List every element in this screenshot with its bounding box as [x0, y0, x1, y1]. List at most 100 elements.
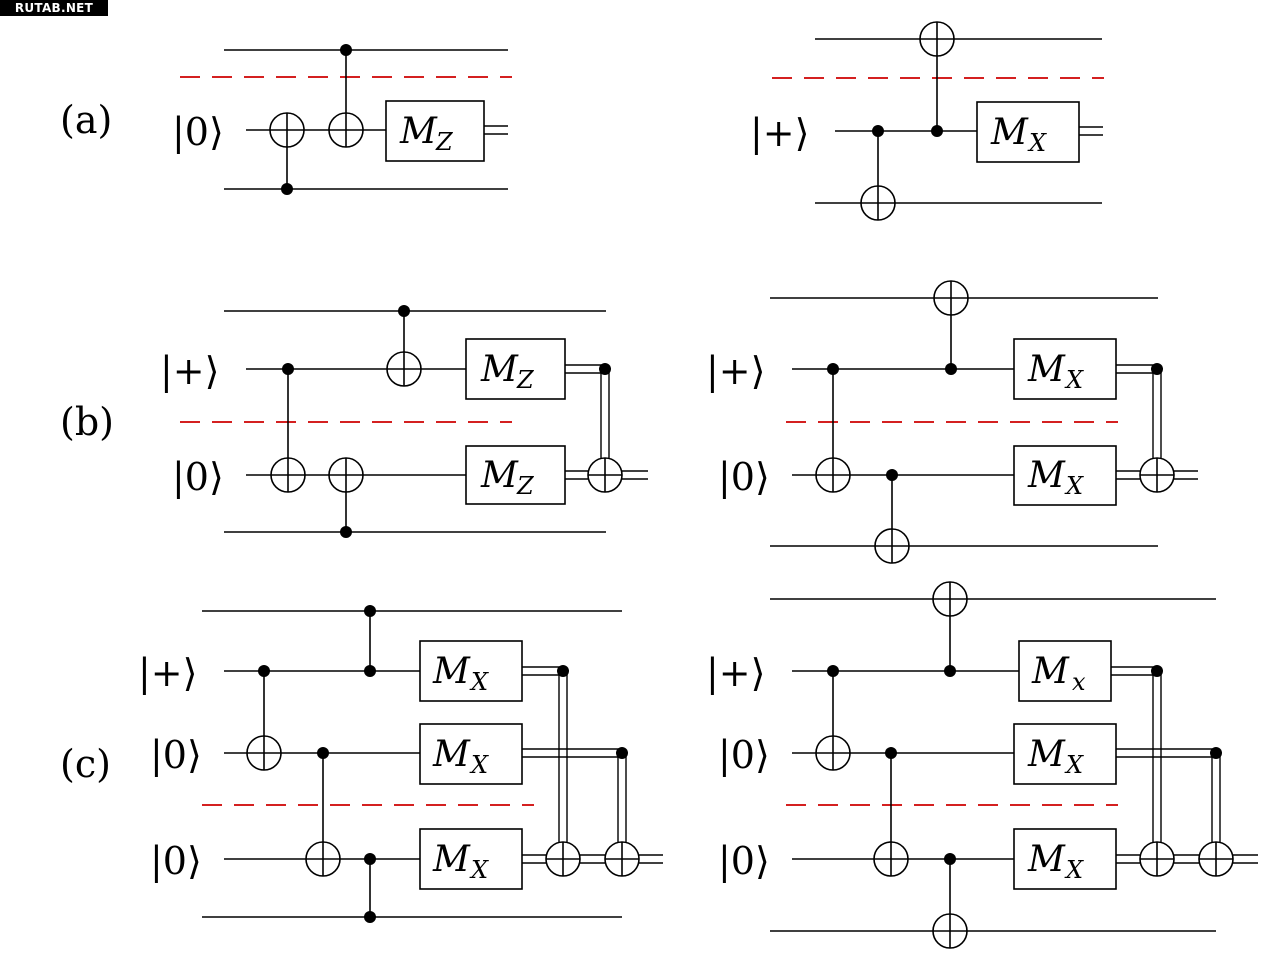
measure-box: [385, 100, 485, 162]
circuit-a-right: M X |+⟩: [750, 21, 1104, 221]
measure-symbol: M: [1027, 734, 1066, 775]
input-state: |0⟩: [172, 455, 224, 499]
input-state: |0⟩: [718, 839, 770, 883]
measure-basis: X: [469, 856, 489, 884]
measure-basis: X: [469, 751, 489, 779]
control-dot: [364, 853, 376, 865]
classical-xor-target: [1198, 841, 1234, 877]
cnot-target: [815, 735, 851, 771]
control-dot: [944, 853, 956, 865]
circuit-b-right: M X M X |+⟩ |0⟩: [706, 280, 1198, 564]
measure-basis: Z: [516, 366, 535, 394]
input-state: |+⟩: [750, 111, 809, 155]
measure-symbol: M: [480, 455, 519, 496]
control-dot: [599, 363, 611, 375]
measure-symbol: M: [1031, 651, 1070, 692]
measure-basis: X: [1027, 129, 1047, 157]
input-state: |0⟩: [150, 839, 202, 883]
control-dot: [827, 665, 839, 677]
input-state: |+⟩: [138, 651, 197, 695]
classical-xor-target: [1139, 841, 1175, 877]
cnot-target: [386, 351, 422, 387]
panel-c-label: (c): [60, 742, 111, 786]
measure-box: [419, 640, 523, 702]
cnot-target: [328, 112, 364, 148]
circuit-b-left: M Z M Z |+⟩ |0⟩: [160, 305, 648, 538]
input-state: |+⟩: [706, 349, 765, 393]
classical-xor-target: [545, 841, 581, 877]
circuit-c-left: M X M X M X |+⟩ |0⟩ |0⟩: [138, 605, 663, 923]
control-dot: [364, 605, 376, 617]
circuit-c-right: M x M X M X |+⟩ |0⟩ |0⟩: [706, 581, 1258, 949]
measure-basis: X: [1064, 472, 1084, 500]
cnot-target: [305, 841, 341, 877]
measure-box: [1018, 640, 1112, 702]
cnot-target: [933, 280, 969, 316]
measure-box: [1013, 828, 1117, 890]
cnot-target: [270, 457, 306, 493]
control-dot: [281, 183, 293, 195]
measure-symbol: M: [1027, 455, 1066, 496]
watermark: RUTAB.NET: [0, 0, 108, 16]
input-state: |0⟩: [150, 733, 202, 777]
control-dot: [1151, 363, 1163, 375]
cnot-target: [919, 21, 955, 57]
control-dot: [872, 125, 884, 137]
measure-box: [465, 445, 566, 505]
measure-box: [1013, 445, 1117, 506]
cnot-target: [932, 581, 968, 617]
control-dot: [282, 363, 294, 375]
control-dot: [317, 747, 329, 759]
measure-basis: Z: [516, 472, 535, 500]
measure-symbol: M: [990, 112, 1029, 153]
measure-symbol: M: [1027, 349, 1066, 390]
circuit-a-left: M Z |0⟩: [172, 44, 512, 195]
control-dot: [258, 665, 270, 677]
measure-symbol: M: [480, 349, 519, 390]
measure-box: [419, 828, 523, 890]
input-state: |0⟩: [718, 733, 770, 777]
input-state: |0⟩: [172, 110, 224, 154]
control-dot: [364, 911, 376, 923]
measure-basis: X: [469, 668, 489, 696]
cnot-target: [815, 457, 851, 493]
classical-xor-target: [1139, 457, 1175, 493]
input-state: |+⟩: [706, 651, 765, 695]
measure-basis: X: [1064, 366, 1084, 394]
panel-b-label: (b): [60, 400, 114, 444]
measure-basis: Z: [435, 128, 454, 156]
measure-box: [419, 723, 523, 785]
cnot-target: [328, 457, 364, 493]
measure-symbol: M: [432, 734, 471, 775]
control-dot: [1151, 665, 1163, 677]
input-state: |0⟩: [718, 455, 770, 499]
measure-box: [1013, 338, 1117, 400]
measure-symbol: M: [399, 111, 438, 152]
control-dot: [340, 44, 352, 56]
control-dot: [944, 665, 956, 677]
control-dot: [364, 665, 376, 677]
cnot-target: [873, 841, 909, 877]
control-dot: [557, 665, 569, 677]
control-dot: [340, 526, 352, 538]
measure-symbol: M: [432, 651, 471, 692]
cnot-target: [932, 913, 968, 949]
classical-xor-target: [587, 457, 623, 493]
control-dot: [1210, 747, 1222, 759]
control-dot: [885, 747, 897, 759]
control-dot: [886, 469, 898, 481]
measure-symbol: M: [1027, 839, 1066, 880]
measure-symbol: M: [432, 839, 471, 880]
measure-box: [1013, 723, 1117, 785]
cnot-target: [269, 112, 305, 148]
measure-basis: X: [1064, 751, 1084, 779]
control-dot: [398, 305, 410, 317]
cnot-target: [860, 185, 896, 221]
measure-basis: X: [1064, 856, 1084, 884]
control-dot: [616, 747, 628, 759]
control-dot: [931, 125, 943, 137]
cnot-target: [874, 528, 910, 564]
measure-box: [465, 338, 566, 400]
classical-xor-target: [604, 841, 640, 877]
